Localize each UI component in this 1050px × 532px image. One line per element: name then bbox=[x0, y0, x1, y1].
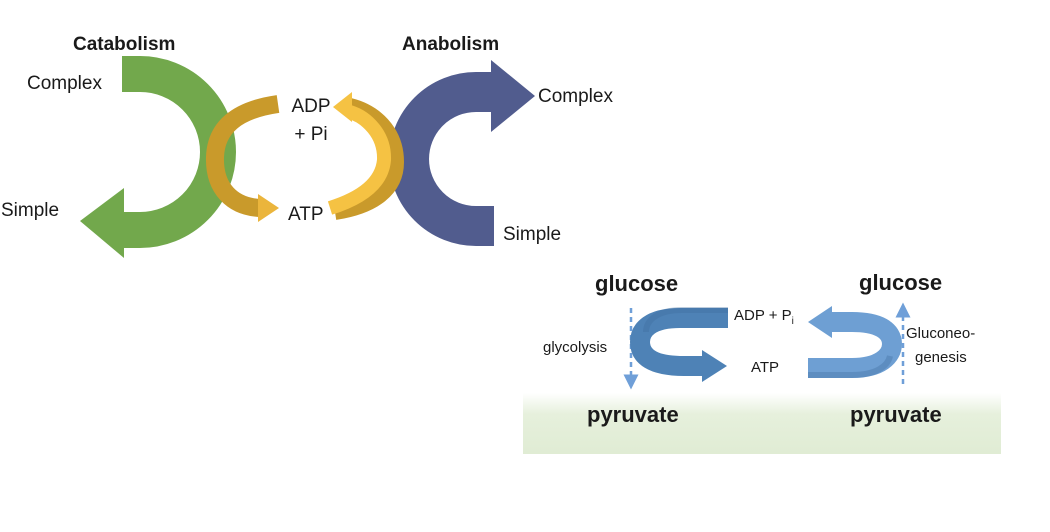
glucose-left-label: glucose bbox=[595, 271, 679, 296]
bottom-atp-label: ATP bbox=[751, 359, 780, 376]
adp-label-line1: ADP bbox=[291, 96, 331, 117]
top-atp-label: ATP bbox=[288, 204, 324, 225]
gluconeogenesis-label-line1: Gluconeo- bbox=[906, 325, 976, 342]
glucose-right-label: glucose bbox=[859, 270, 943, 295]
pyruvate-band bbox=[523, 393, 1001, 454]
pyruvate-right-label: pyruvate bbox=[850, 402, 942, 427]
catabolism-simple-label: Simple bbox=[1, 200, 60, 221]
anabolism-simple-label: Simple bbox=[503, 224, 562, 245]
anabolism-arrow bbox=[389, 60, 535, 246]
catabolism-to-atp-arc bbox=[206, 95, 280, 222]
anabolism-title: Anabolism bbox=[402, 34, 500, 55]
anabolism-complex-label: Complex bbox=[538, 86, 613, 107]
glycolysis-label: glycolysis bbox=[543, 339, 608, 356]
adp-pi-subscript: i bbox=[791, 316, 794, 327]
catabolism-title: Catabolism bbox=[73, 34, 176, 55]
adp-arc bbox=[327, 92, 405, 220]
glycolysis-loop-arrow bbox=[629, 307, 728, 382]
gluconeogenesis-label-line2: genesis bbox=[915, 349, 967, 366]
adp-pi-label: ADP + Pi bbox=[734, 308, 794, 327]
catabolism-arrow bbox=[80, 56, 236, 258]
adp-label-line2: + Pi bbox=[294, 124, 328, 145]
catabolism-complex-label: Complex bbox=[27, 73, 102, 94]
gluconeogenesis-loop-arrow bbox=[808, 306, 903, 378]
pyruvate-left-label: pyruvate bbox=[587, 402, 679, 427]
adp-pi-base: ADP + P bbox=[734, 307, 792, 324]
